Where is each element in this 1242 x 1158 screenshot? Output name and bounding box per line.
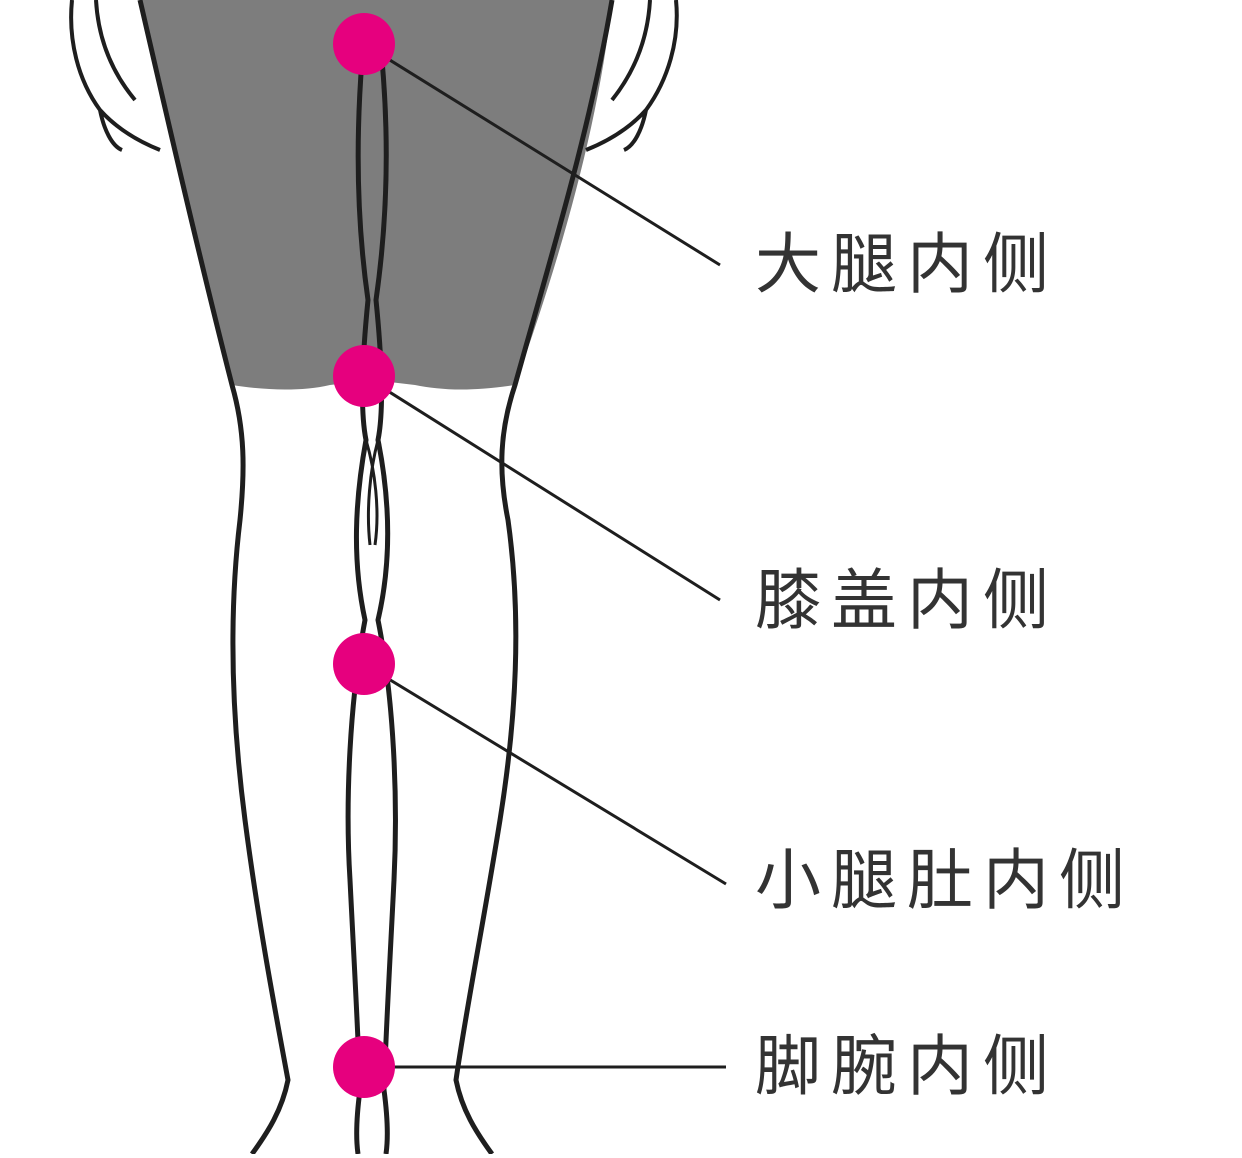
marker-inner-thigh <box>333 13 395 75</box>
marker-inner-knee <box>333 345 395 407</box>
marker-inner-calf <box>333 633 395 695</box>
right-leg-inner-outline <box>373 59 398 1155</box>
label-inner-knee: 膝盖内侧 <box>755 562 1059 639</box>
leader-line-calf <box>363 662 727 886</box>
left-arm-outline <box>69 0 161 152</box>
label-inner-ankle: 脚腕内侧 <box>755 1028 1059 1105</box>
label-inner-calf: 小腿肚内侧 <box>755 842 1135 919</box>
right-arm-outline <box>585 0 679 152</box>
label-inner-thigh: 大腿内侧 <box>755 226 1059 303</box>
leader-line-thigh <box>363 42 721 267</box>
left-leg-outer-outline <box>137 0 291 1156</box>
right-leg-outer-outline <box>453 0 615 1156</box>
knee-contour <box>364 439 380 546</box>
marker-inner-ankle <box>333 1036 395 1098</box>
leader-line-knee <box>363 374 721 602</box>
shorts <box>140 0 612 390</box>
